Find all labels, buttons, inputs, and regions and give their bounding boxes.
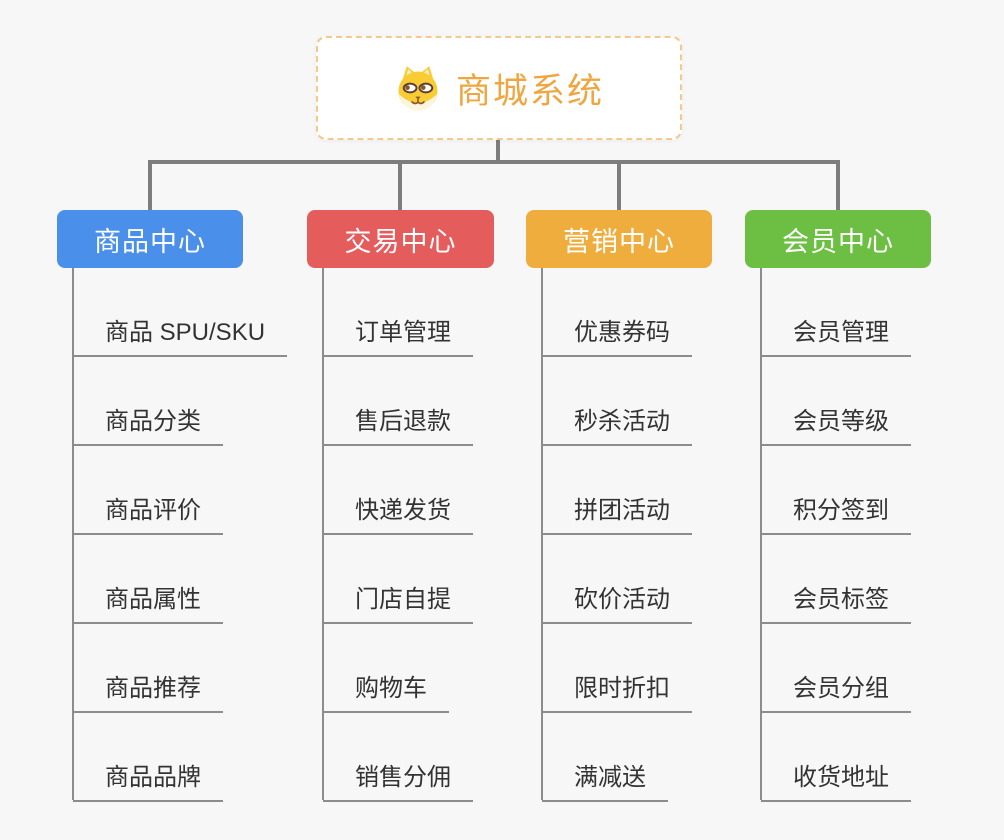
leaf-item[interactable]: 会员等级: [761, 357, 911, 446]
leaf-item[interactable]: 售后退款: [323, 357, 473, 446]
leaf-item[interactable]: 门店自提: [323, 535, 473, 624]
leaf-item[interactable]: 限时折扣: [542, 624, 692, 713]
leaf-item[interactable]: 商品推荐: [73, 624, 223, 713]
leaf-item[interactable]: 商品分类: [73, 357, 223, 446]
leaf-item[interactable]: 砍价活动: [542, 535, 692, 624]
leaf-item[interactable]: 优惠券码: [542, 268, 692, 357]
leaf-item[interactable]: 会员分组: [761, 624, 911, 713]
branch-node-trade-center[interactable]: 交易中心: [307, 210, 494, 268]
root-title: 商城系统: [455, 71, 604, 111]
branch-node-product-center[interactable]: 商品中心: [57, 210, 243, 268]
dog-face-icon: [398, 66, 438, 111]
leaf-item[interactable]: 购物车: [323, 624, 449, 713]
leaf-item[interactable]: 快递发货: [323, 446, 473, 535]
branch-children-member: 会员管理 会员等级 积分签到 会员标签 会员分组 收货地址: [760, 268, 911, 802]
leaf-item[interactable]: 商品属性: [73, 535, 223, 624]
leaf-item[interactable]: 商品 SPU/SKU: [73, 268, 288, 357]
leaf-item[interactable]: 积分签到: [761, 446, 911, 535]
branch-children-product: 商品 SPU/SKU 商品分类 商品评价 商品属性 商品推荐 商品品牌: [72, 268, 288, 802]
leaf-item[interactable]: 订单管理: [323, 268, 473, 357]
leaf-item[interactable]: 拼团活动: [542, 446, 692, 535]
leaf-item[interactable]: 满减送: [542, 713, 668, 802]
branch-children-trade: 订单管理 售后退款 快递发货 门店自提 购物车 销售分佣: [322, 268, 473, 802]
leaf-item[interactable]: 收货地址: [761, 713, 911, 802]
leaf-item[interactable]: 会员标签: [761, 535, 911, 624]
leaf-item[interactable]: 销售分佣: [323, 713, 473, 802]
leaf-item[interactable]: 秒杀活动: [542, 357, 692, 446]
leaf-item[interactable]: 会员管理: [761, 268, 911, 357]
branch-children-marketing: 优惠券码 秒杀活动 拼团活动 砍价活动 限时折扣 满减送: [541, 268, 692, 802]
root-node[interactable]: 商城系统: [316, 36, 682, 140]
branch-node-member-center[interactable]: 会员中心: [745, 210, 931, 268]
branch-node-marketing-center[interactable]: 营销中心: [526, 210, 712, 268]
leaf-item[interactable]: 商品评价: [73, 446, 223, 535]
leaf-item[interactable]: 商品品牌: [73, 713, 223, 802]
